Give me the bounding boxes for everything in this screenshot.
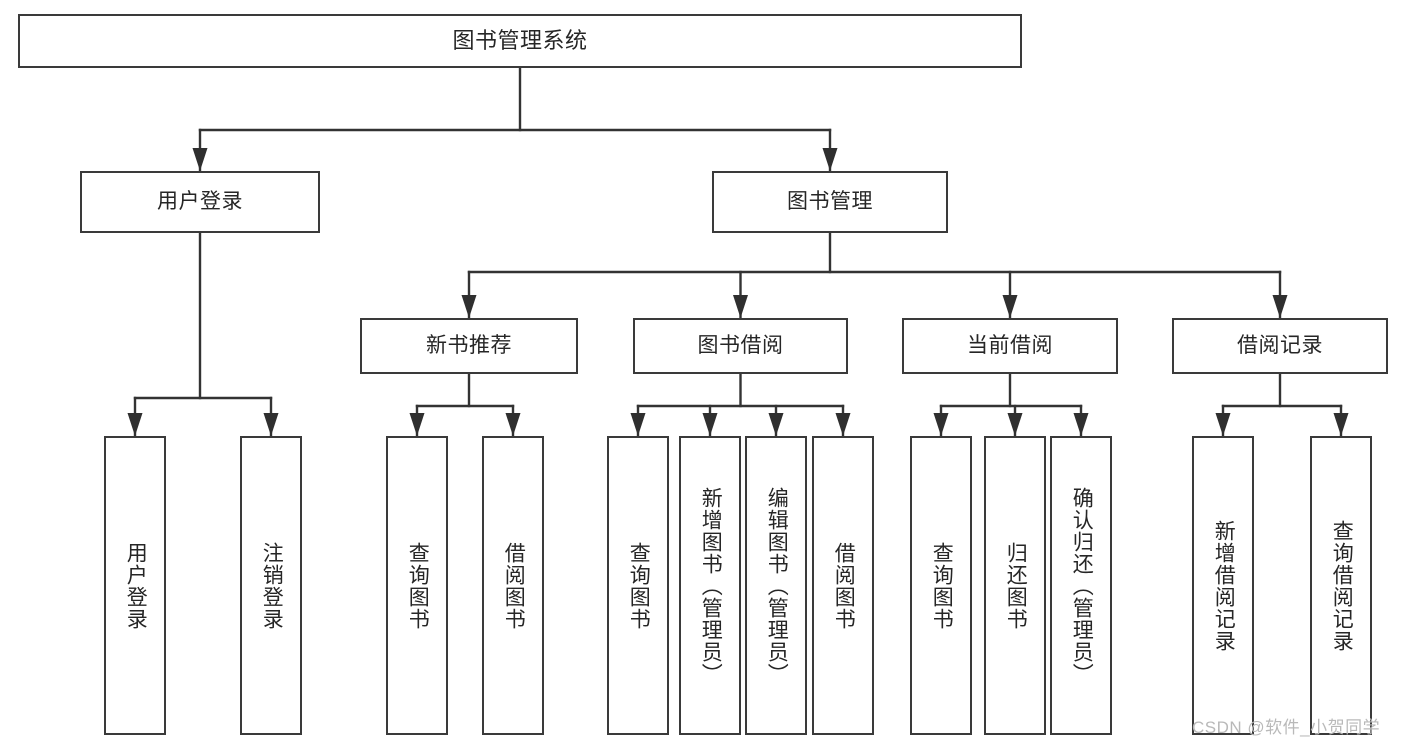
node-newbook[interactable]: 新书推荐	[360, 318, 578, 374]
node-bookmgmt[interactable]: 图书管理	[712, 171, 948, 233]
node-label: 当前借阅	[967, 333, 1053, 357]
node-records[interactable]: 借阅记录	[1172, 318, 1388, 374]
connector-arrowhead	[409, 413, 425, 436]
node-leaf-cur-confirm[interactable]: 确认归还（管理员）	[1050, 436, 1112, 735]
node-label: 归还图书	[1004, 541, 1028, 630]
node-label: 用户登录	[124, 541, 148, 630]
connector-arrowhead	[1272, 295, 1288, 318]
node-label: 编辑图书（管理员）	[765, 486, 789, 685]
connector-arrowhead	[768, 413, 784, 436]
node-leaf-borrow-lend[interactable]: 借阅图书	[812, 436, 874, 735]
node-label: 用户登录	[157, 189, 243, 213]
node-label: 图书借阅	[697, 333, 784, 357]
node-leaf-user-login[interactable]: 用户登录	[104, 436, 166, 735]
node-current[interactable]: 当前借阅	[902, 318, 1118, 374]
node-borrow[interactable]: 图书借阅	[633, 318, 848, 374]
node-label: 新增借阅记录	[1212, 519, 1236, 652]
node-leaf-borrow-query[interactable]: 查询图书	[607, 436, 669, 735]
connector-arrowhead	[1333, 413, 1349, 436]
watermark: CSDN @软件_小贺同学	[1192, 718, 1381, 737]
node-label: 新增图书（管理员）	[699, 486, 723, 685]
connector-arrowhead	[1073, 413, 1089, 436]
node-label: 借阅图书	[502, 541, 526, 630]
connector-arrowhead	[461, 295, 477, 318]
node-label: 新书推荐	[426, 333, 512, 357]
node-leaf-cur-return[interactable]: 归还图书	[984, 436, 1046, 735]
node-label: 图书管理	[787, 189, 873, 213]
node-leaf-rec-add[interactable]: 新增借阅记录	[1192, 436, 1254, 735]
connector-arrowhead	[733, 295, 748, 318]
connector-arrowhead	[630, 413, 646, 436]
node-leaf-cur-query[interactable]: 查询图书	[910, 436, 972, 735]
node-label: 确认归还（管理员）	[1070, 486, 1094, 685]
connector-arrowhead	[192, 148, 208, 171]
node-label: 查询借阅记录	[1330, 519, 1354, 652]
node-leaf-borrow-add[interactable]: 新增图书（管理员）	[679, 436, 741, 735]
connector-arrowhead	[1002, 295, 1018, 318]
node-leaf-new-query[interactable]: 查询图书	[386, 436, 448, 735]
node-leaf-new-borrow[interactable]: 借阅图书	[482, 436, 544, 735]
connector-arrowhead	[702, 413, 718, 436]
node-label: 注销登录	[260, 541, 284, 630]
node-leaf-user-logout[interactable]: 注销登录	[240, 436, 302, 735]
connector-arrowhead	[1007, 413, 1023, 436]
node-label: 查询图书	[930, 541, 954, 630]
node-label: 图书管理系统	[452, 27, 588, 53]
connector-arrowhead	[822, 148, 838, 171]
node-leaf-rec-query[interactable]: 查询借阅记录	[1310, 436, 1372, 735]
node-leaf-borrow-edit[interactable]: 编辑图书（管理员）	[745, 436, 807, 735]
connector-arrowhead	[263, 413, 279, 436]
node-label: 借阅记录	[1237, 333, 1323, 357]
node-label: 借阅图书	[832, 541, 856, 630]
connector-arrowhead	[127, 413, 143, 436]
connector-arrowhead	[1215, 413, 1231, 436]
connector-arrowhead	[835, 413, 851, 436]
node-label: 查询图书	[627, 541, 651, 630]
node-label: 查询图书	[406, 541, 430, 630]
node-login[interactable]: 用户登录	[80, 171, 320, 233]
connector-arrowhead	[505, 413, 521, 436]
connector-arrowhead	[933, 413, 949, 436]
node-root[interactable]: 图书管理系统	[18, 14, 1022, 68]
